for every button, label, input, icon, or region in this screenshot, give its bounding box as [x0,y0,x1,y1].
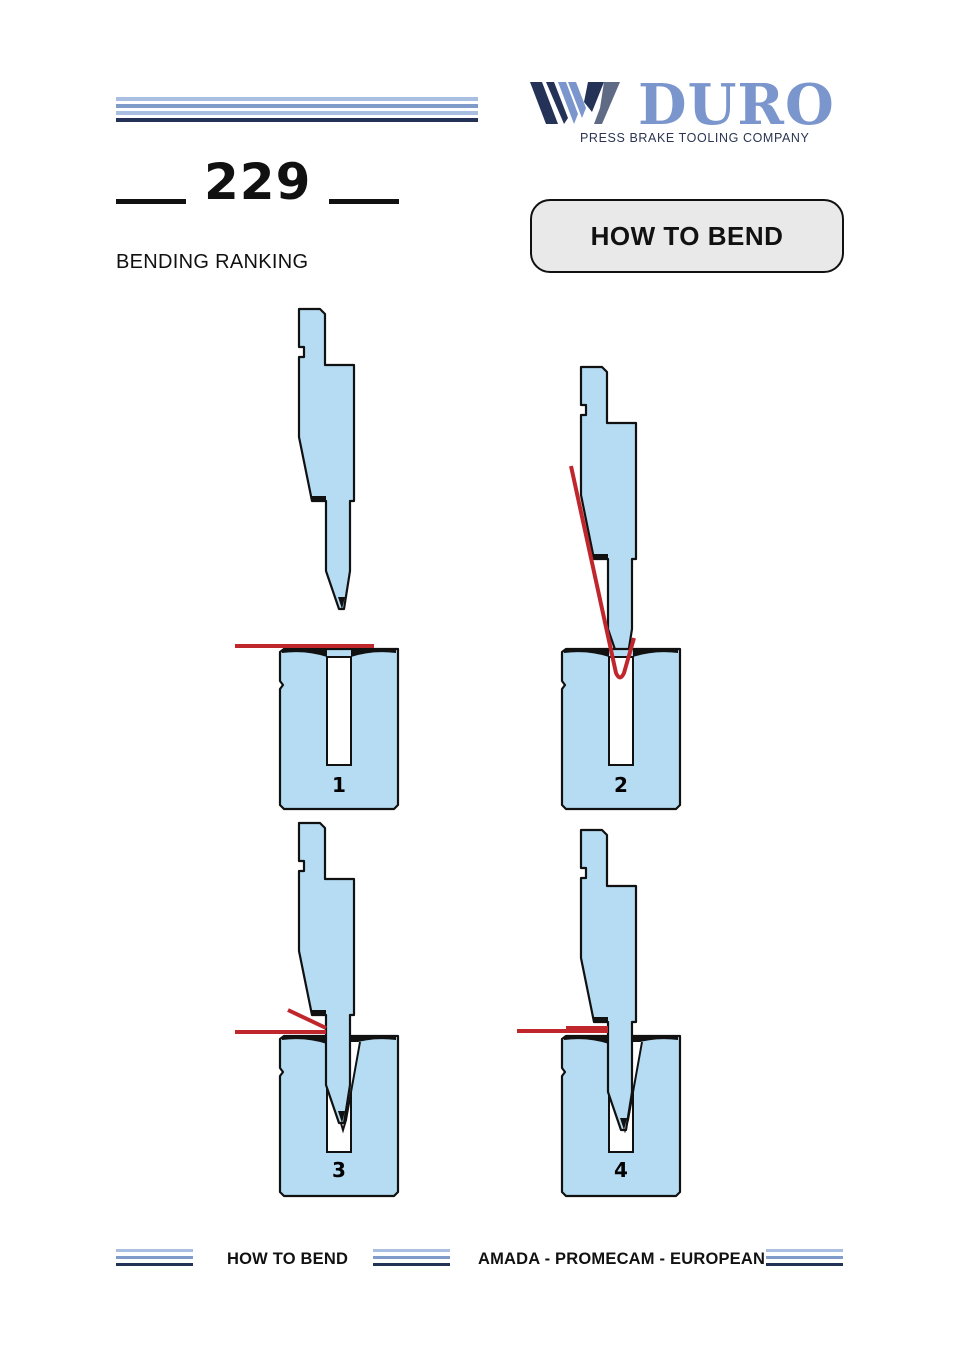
bending-diagram: 1 2 3 4 [235,307,682,1198]
step-label-3: 3 [332,1158,346,1182]
sheet-metal-3-flange [287,1008,327,1030]
step-label-1: 1 [332,773,346,797]
footer-stripes-right [766,1249,843,1270]
page-number: 229 [204,153,312,211]
step-1-diagram: 1 [235,307,400,811]
step-2-diagram: 2 [560,365,682,811]
number-underline-left [116,198,186,204]
footer-stripes-left [116,1249,193,1270]
sheet-metal-2 [569,465,636,680]
sheet-metal-4-flange [566,1026,608,1032]
logo-tagline: PRESS BRAKE TOOLING COMPANY [580,131,810,145]
step-3-diagram: 3 [235,821,400,1198]
step-label-2: 2 [614,773,628,797]
logo-wordmark: DURO [638,72,835,138]
number-underline-right [329,198,400,204]
how-to-bend-badge: HOW TO BEND [530,199,844,273]
step-label-4: 4 [614,1158,628,1182]
footer-how-to-bend: HOW TO BEND [227,1250,349,1268]
header-stripes [116,97,478,125]
step-4-diagram: 4 [517,828,682,1198]
logo-mark-icon [530,82,620,124]
duro-logo: DURO PRESS BRAKE TOOLING COMPANY [528,72,848,150]
footer: HOW TO BEND AMADA - PROMECAM - EUROPEAN [116,1249,844,1273]
page-subtitle: BENDING RANKING [116,251,309,273]
page-number-row: 229 [116,152,400,212]
footer-stripes-middle [373,1249,450,1270]
footer-brands: AMADA - PROMECAM - EUROPEAN [478,1250,766,1268]
